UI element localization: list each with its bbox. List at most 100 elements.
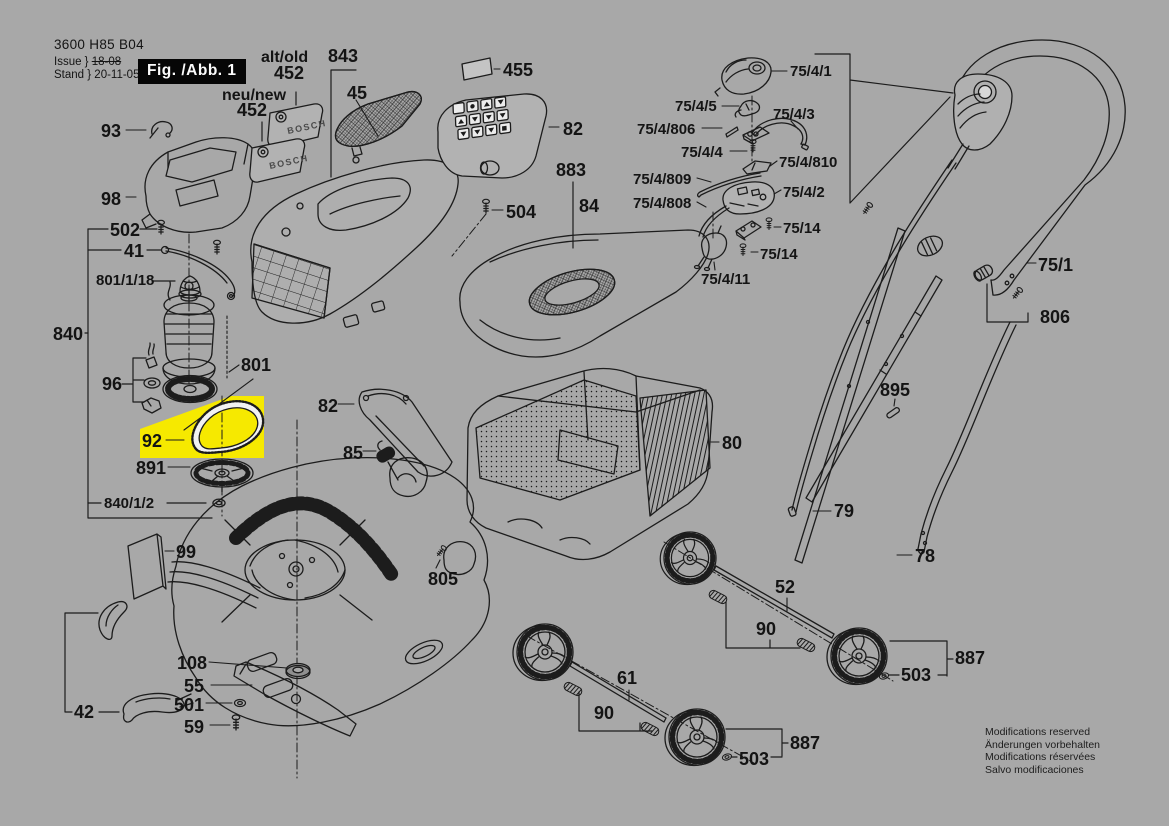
part-label-883: 883: [556, 160, 587, 180]
sketch-806-grommet-upper: [916, 235, 944, 257]
part-label-501: 501: [174, 695, 205, 715]
modifications-note: Modifications reserved Änderungen vorbeh…: [985, 726, 1100, 776]
part-label-503-right: 503: [901, 665, 932, 685]
sketch-895-pin: [886, 407, 900, 419]
sketch-power-cable: [787, 159, 957, 517]
sketch-80-grassbox: [466, 367, 714, 561]
sketch-41-cable: [160, 245, 236, 301]
sketch-75-4-11-plug: [693, 225, 728, 272]
sketch-806-screw: [1010, 285, 1025, 301]
sketch-75-14-screw-a: [765, 217, 773, 231]
sketch-fan: [162, 374, 218, 404]
part-label-75-4-3: 75/4/3: [773, 106, 815, 123]
sketch-59-bolt: [231, 714, 241, 731]
sketch-75-14-screw-b: [739, 243, 747, 257]
sketch-455-sticker: [461, 57, 493, 81]
sketch-98-housing: [141, 137, 257, 233]
bracket-lines: [64, 53, 1029, 758]
part-label-887-right: 887: [955, 648, 986, 668]
sketch-61-axle: [569, 661, 667, 723]
sketch-wheel-c: [665, 709, 725, 766]
sketch-93-clip: [149, 120, 173, 139]
sketch-806-grommet: [973, 264, 994, 282]
part-label-502: 502: [110, 220, 141, 240]
part-label-75-4-809: 75/4/809: [633, 171, 692, 188]
part-label-801-1-18: 801/1/18: [96, 272, 155, 289]
sketch-42-levers: [98, 600, 194, 723]
stand-row: Stand } 20-11-05: [54, 69, 144, 82]
part-label-92: 92: [142, 431, 163, 451]
stand-label: Stand }: [54, 69, 92, 81]
issue-row: Issue } 18-08: [54, 56, 144, 69]
part-label-75-4-5: 75/4/5: [675, 98, 717, 115]
part-label-98: 98: [101, 189, 122, 209]
sketch-895-tube: [805, 275, 943, 503]
sketch-75-4-5-lever: [734, 99, 761, 118]
part-label-84: 84: [579, 196, 600, 216]
part-label-82-top: 82: [563, 119, 584, 139]
sketch-cover: [250, 159, 459, 328]
note-line-en: Modifications reserved: [985, 726, 1091, 738]
part-label-801: 801: [241, 355, 272, 375]
sketch-wheel-d: [827, 628, 887, 685]
sketch-wheel-b: [513, 624, 573, 681]
part-label-75-4-806: 75/4/806: [637, 121, 696, 138]
part-label-75-4-11: 75/4/11: [701, 271, 751, 288]
part-label-108: 108: [177, 653, 208, 673]
sketch-clamp: [735, 220, 762, 241]
sketch-82-keypad: [437, 93, 548, 179]
sketch-504-screw: [481, 198, 491, 214]
part-label-41: 41: [124, 241, 145, 261]
sketch-90-spring-4: [639, 720, 661, 738]
part-label-75-4-2: 75/4/2: [783, 184, 825, 201]
part-label-455: 455: [503, 60, 534, 80]
part-label-75-4-808: 75/4/808: [633, 195, 692, 212]
sketch-90-spring-1: [707, 588, 729, 606]
issue-label: Issue }: [54, 56, 89, 68]
sketch-501-washer: [233, 698, 247, 708]
sketch-85-spring: [376, 440, 399, 481]
sketch-452-plate-new: [249, 138, 306, 183]
sketch-screw-handle-top: [860, 200, 875, 216]
drawing-header: 3600 H85 B04 Issue } 18-08 Stand } 20-11…: [54, 37, 144, 82]
sketch-79-tube: [794, 227, 906, 564]
part-label-75-4-810: 75/4/810: [779, 154, 838, 171]
part-label-887-bottom: 887: [790, 733, 821, 753]
stand-value: 20-11-05: [94, 69, 140, 81]
part-label-891: 891: [136, 458, 167, 478]
part-label-96: 96: [102, 374, 123, 394]
sketch-75-1-handle: [955, 39, 1126, 296]
note-line-fr: Modifications réservées: [985, 751, 1096, 763]
sketch-75-4-808-cable: [698, 205, 730, 238]
part-label-55: 55: [184, 676, 205, 696]
part-label-80: 80: [722, 433, 743, 453]
sketch-75-4-2-board: [722, 181, 775, 215]
sketch-99-plate: [127, 533, 167, 600]
sketch-96-brush-set: [141, 342, 162, 414]
sketch-switch-housing: [947, 73, 1013, 170]
sketch-78-tube: [917, 321, 1017, 555]
part-label-503-bottom: 503: [739, 749, 770, 769]
sketch-75-4-809-rod: [696, 172, 762, 198]
part-label-82-mid: 82: [318, 396, 339, 416]
issue-value: 18-08: [91, 56, 122, 68]
part-label-79: 79: [834, 501, 855, 521]
sketch-75-4-3-bail: [747, 117, 809, 151]
sketch-52-axle: [713, 565, 835, 639]
note-line-de: Änderungen vorbehalten: [985, 738, 1101, 751]
part-label-840: 840: [53, 324, 84, 344]
part-label-452-old: 452: [274, 63, 305, 83]
part-label-93: 93: [101, 121, 122, 141]
sketch-90-spring-2: [795, 636, 817, 654]
part-label-75-4-1: 75/4/1: [790, 63, 832, 80]
part-label-843: 843: [328, 46, 359, 66]
part-label-504: 504: [506, 202, 537, 222]
sketch-452-plate-old: [267, 103, 324, 148]
part-label-42: 42: [74, 702, 95, 722]
sketch-75-4-810-lever: [742, 160, 772, 175]
part-label-85: 85: [343, 443, 364, 463]
sketch-82-deflector: [358, 388, 453, 477]
sketch-screw-aux: [212, 239, 222, 255]
